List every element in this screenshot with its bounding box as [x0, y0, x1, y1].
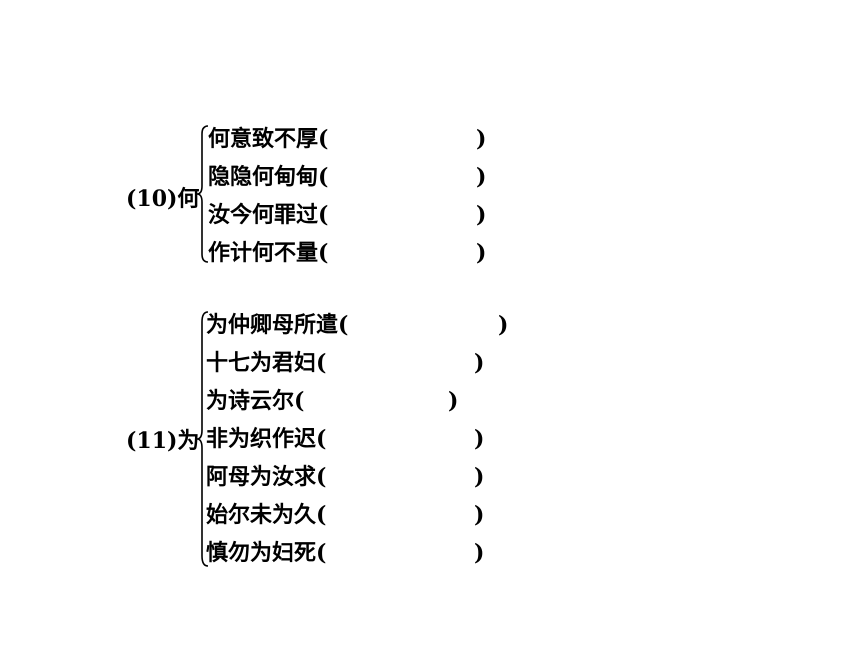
item-text: 为仲卿母所遣( [206, 312, 349, 338]
item-text: 始尔未为久( [206, 502, 327, 528]
answer-close-paren: ) [448, 388, 459, 414]
answer-close-paren: ) [474, 464, 485, 490]
list-item: 非为织作迟( ) [206, 426, 484, 452]
list-item: 十七为君妇( ) [206, 350, 484, 376]
answer-close-paren: ) [476, 202, 487, 228]
item-text: 汝今何罪过( [208, 202, 329, 228]
list-item: 为仲卿母所遣( ) [206, 312, 508, 338]
item-text: 作计何不量( [208, 240, 329, 266]
list-item: 慎勿为妇死( ) [206, 540, 484, 566]
item-text: 何意致不厚( [208, 126, 329, 152]
group-11-brace [196, 311, 209, 567]
list-item: 始尔未为久( ) [206, 502, 484, 528]
item-text: 非为织作迟( [206, 426, 327, 452]
answer-close-paren: ) [474, 502, 485, 528]
answer-close-paren: ) [498, 312, 509, 338]
answer-close-paren: ) [476, 164, 487, 190]
item-text: 为诗云尔( [206, 388, 305, 414]
list-item: 阿母为汝求( ) [206, 464, 484, 490]
list-item: 汝今何罪过( ) [208, 202, 486, 228]
list-item: 作计何不量( ) [208, 240, 486, 266]
list-item: 为诗云尔( ) [206, 388, 458, 414]
group-10-label: (10)何 [126, 186, 200, 212]
item-text: 慎勿为妇死( [206, 540, 327, 566]
answer-close-paren: ) [474, 350, 485, 376]
answer-close-paren: ) [474, 426, 485, 452]
item-text: 十七为君妇( [206, 350, 327, 376]
answer-close-paren: ) [476, 240, 487, 266]
answer-close-paren: ) [474, 540, 485, 566]
item-text: 隐隐何甸甸( [208, 164, 329, 190]
group-11-label: (11)为 [126, 428, 200, 454]
list-item: 何意致不厚( ) [208, 126, 486, 152]
list-item: 隐隐何甸甸( ) [208, 164, 486, 190]
item-text: 阿母为汝求( [206, 464, 327, 490]
answer-close-paren: ) [476, 126, 487, 152]
group-10-brace [196, 125, 209, 263]
